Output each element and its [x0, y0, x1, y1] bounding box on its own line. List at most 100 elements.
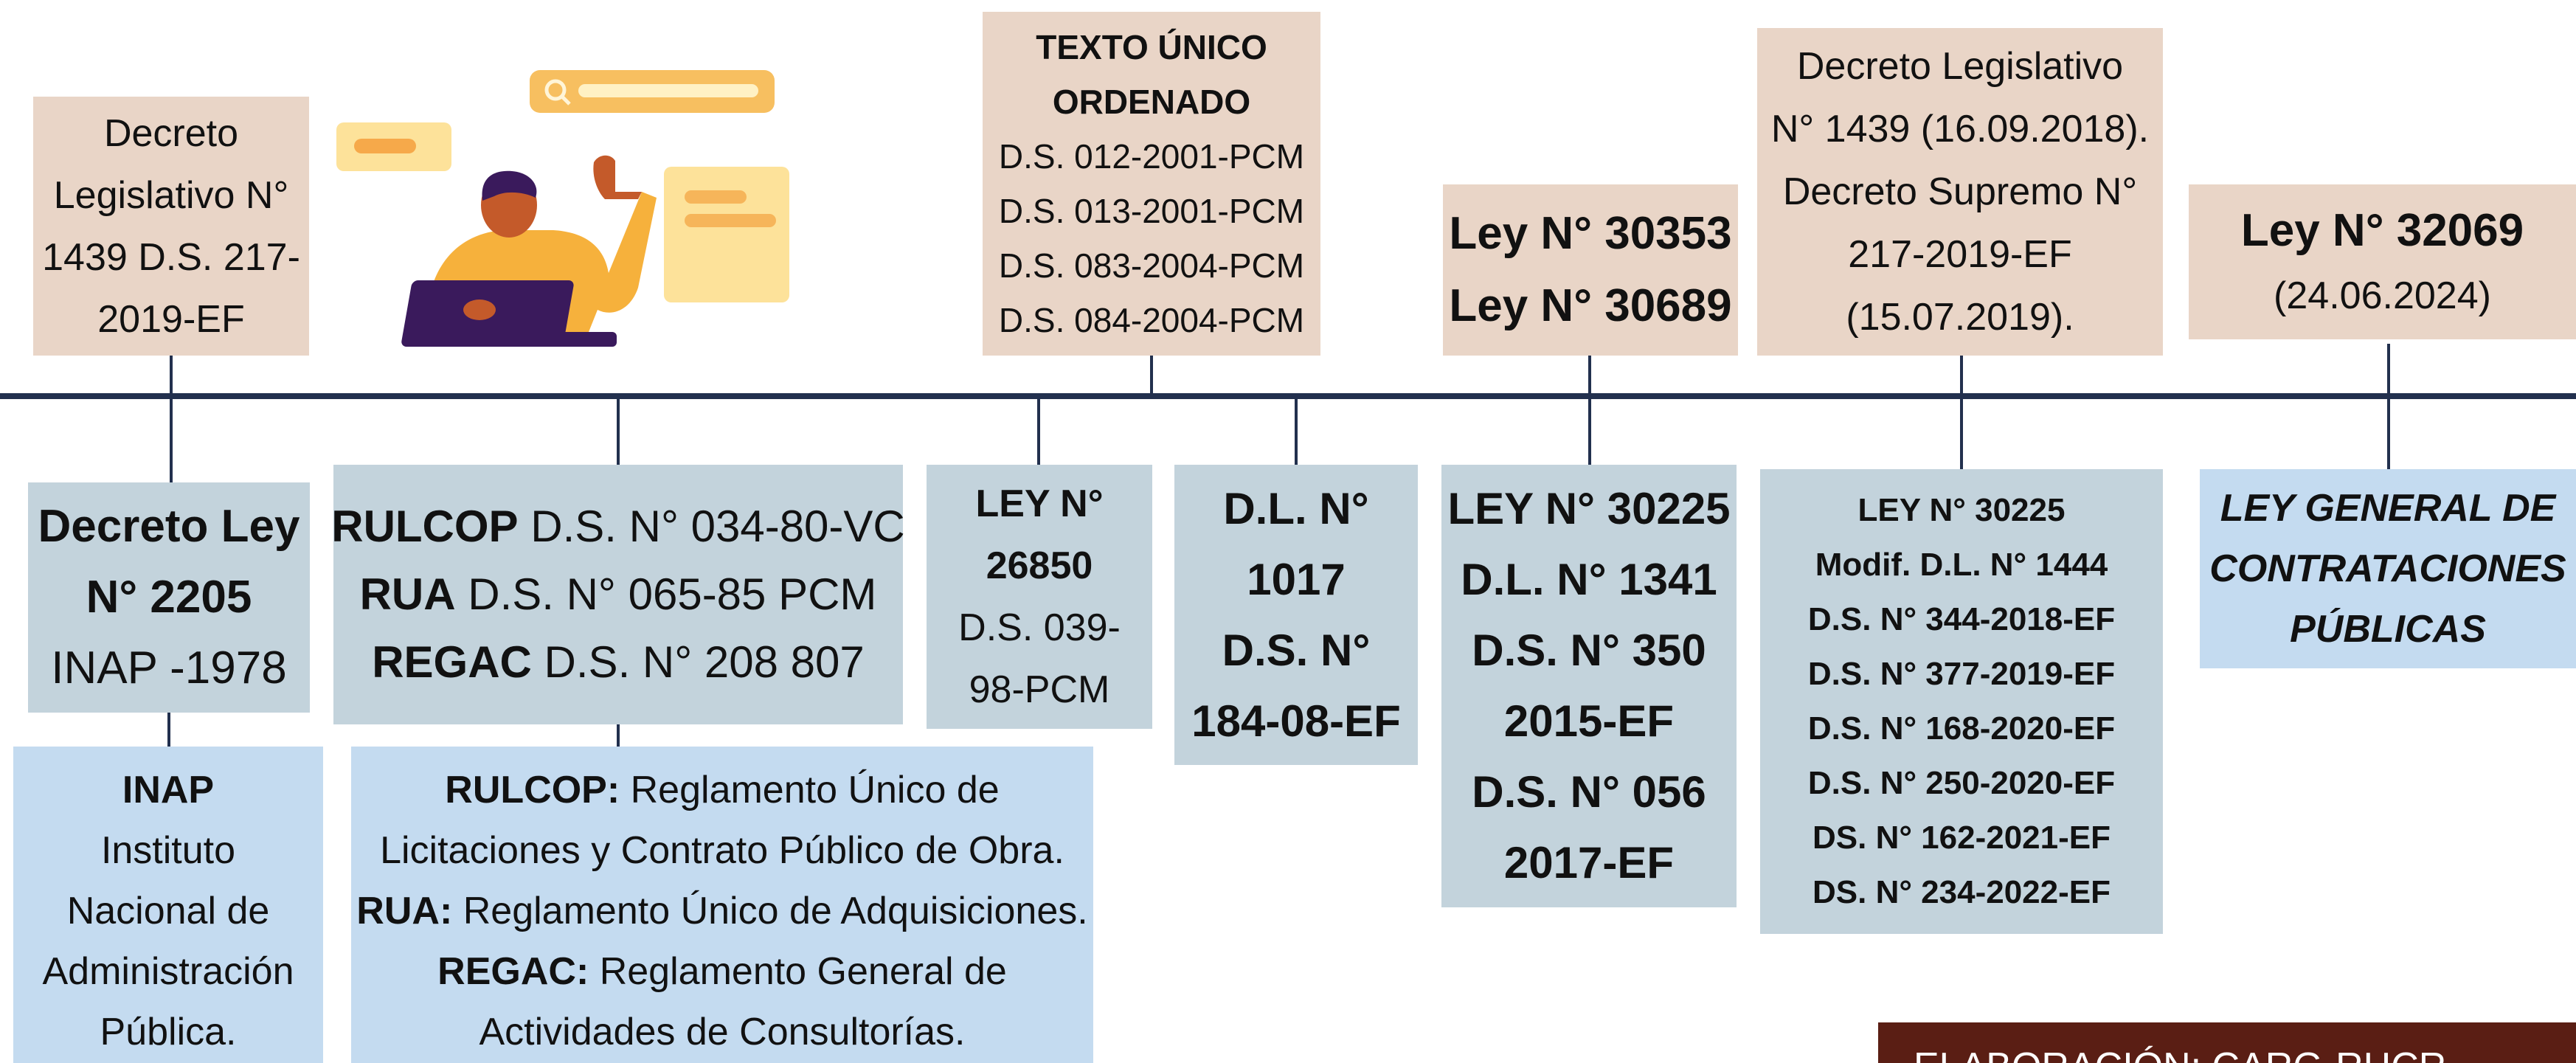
illustration [332, 66, 804, 354]
card-bold: REGAC: [437, 950, 589, 993]
card-heading: 1017 [1247, 554, 1346, 604]
card-line: Administración [42, 950, 294, 993]
card-line: Decreto [103, 111, 239, 155]
timeline-card-top-3: Ley N° 30353 Ley N° 30689 [1443, 184, 1738, 356]
card-heading: TEXTO ÚNICO [1036, 28, 1267, 66]
card-heading: D.L. N° 1341 [1461, 555, 1717, 604]
card-heading: D.S. N° 344-2018-EF [1807, 601, 2116, 637]
card-line: Legislativo N° [53, 173, 289, 217]
card-heading: 26850 [986, 544, 1093, 587]
card-line: N° 1439 (16.09.2018). [1770, 107, 2150, 150]
card-heading: D.L. N° [1223, 483, 1369, 533]
card-line: INAP -1978 [51, 643, 287, 693]
card-heading: LEY GENERAL DE [2220, 487, 2556, 530]
card-heading: D.S. N° 377-2019-EF [1807, 656, 2116, 692]
timeline-card-top-2: TEXTO ÚNICO ORDENADO D.S. 012-2001-PCM D… [983, 12, 1320, 356]
card-line: RULCOP: Reglamento Único de [445, 760, 999, 820]
card-heading: N° 2205 [86, 572, 252, 623]
card-heading: 2017-EF [1503, 838, 1675, 887]
card-bold: RUA [359, 569, 456, 619]
timeline-card-bottom-2: RULCOP D.S. N° 034-80-VC RUA D.S. N° 065… [331, 465, 905, 724]
definition-card-reglamentos: RULCOP: Reglamento Único de Licitaciones… [351, 747, 1093, 1063]
connector [1295, 399, 1298, 465]
card-line: 1439 D.S. 217- [42, 235, 300, 279]
card-line: Licitaciones y Contrato Público de Obra. [380, 820, 1064, 881]
card-line: D.S. 012-2001-PCM [998, 137, 1305, 176]
card-line: Actividades de Consultorías. [479, 1002, 965, 1062]
card-text: Licitaciones y Contrato Público de Obra. [380, 829, 1064, 872]
card-heading: D.S. N° 250-2020-EF [1807, 765, 2116, 801]
card-line: RUA D.S. N° 065-85 PCM [360, 561, 877, 629]
card-line: 217-2019-EF [1848, 232, 2072, 276]
card-line: D.S. 039- [958, 606, 1121, 649]
card-bold: REGAC [372, 637, 532, 687]
card-line: 2019-EF [97, 297, 245, 341]
connector [167, 713, 170, 747]
card-line: RULCOP D.S. N° 034-80-VC [331, 493, 905, 561]
timeline-card-bottom-3: LEY N° 26850 D.S. 039- 98-PCM [927, 465, 1152, 729]
credit-banner: ELABORACIÓN: CARG-RHCR [1878, 1022, 2576, 1063]
card-text: D.S. N° 065-85 PCM [455, 569, 877, 619]
card-text: D.S. N° 208 807 [531, 637, 865, 687]
connector [1588, 356, 1591, 465]
connector [1037, 399, 1040, 465]
chat-bubble-icon [336, 122, 451, 171]
card-heading: Ley N° 30353 [1449, 208, 1732, 259]
card-heading: LEY N° 30225 [1447, 484, 1731, 533]
card-line: RUA: Reglamento Único de Adquisiciones. [356, 881, 1087, 941]
timeline-card-bottom-6: LEY N° 30225 Modif. D.L. N° 1444 D.S. N°… [1760, 469, 2163, 934]
card-line: D.S. 083-2004-PCM [998, 246, 1305, 285]
card-bold: RULCOP: [445, 769, 620, 811]
card-line: Nacional de [66, 890, 270, 932]
card-heading: Modif. D.L. N° 1444 [1815, 547, 2108, 583]
card-line: Decreto Legislativo [1796, 44, 2124, 88]
timeline-card-top-5: Ley N° 32069 (24.06.2024) [2189, 184, 2576, 339]
card-heading: DS. N° 162-2021-EF [1812, 820, 2111, 856]
card-line: 98-PCM [969, 668, 1110, 711]
card-heading: ORDENADO [1052, 83, 1251, 121]
card-heading: Decreto Ley [38, 501, 300, 552]
timeline-card-bottom-7: LEY GENERAL DE CONTRATACIONES PÚBLICAS [2200, 469, 2576, 668]
connector [617, 724, 620, 747]
card-heading: LEY N° [975, 482, 1104, 525]
card-heading: LEY N° 30225 [1857, 492, 2066, 528]
card-text: Actividades de Consultorías. [479, 1011, 966, 1053]
connector [2387, 344, 2390, 469]
connector [1960, 356, 1963, 469]
card-bold: RULCOP [331, 502, 519, 551]
card-heading: D.S. N° 350 [1472, 626, 1706, 675]
card-text: Reglamento Único de [620, 769, 1000, 811]
connector [170, 356, 173, 482]
card-heading: Ley N° 30689 [1449, 280, 1732, 331]
timeline-axis [0, 393, 2576, 399]
card-text: Reglamento General de [589, 950, 1007, 993]
card-line: D.S. 013-2001-PCM [998, 192, 1305, 230]
timeline-card-bottom-5: LEY N° 30225 D.L. N° 1341 D.S. N° 350 20… [1441, 465, 1737, 907]
card-bold: RUA: [356, 890, 453, 932]
card-heading: DS. N° 234-2022-EF [1812, 874, 2111, 910]
connector [1150, 356, 1153, 393]
card-heading: D.S. N° 168-2020-EF [1807, 710, 2116, 747]
card-heading: 184-08-EF [1191, 696, 1401, 746]
card-line: REGAC D.S. N° 208 807 [372, 629, 865, 696]
note-card-icon [664, 167, 789, 302]
card-line: Decreto Supremo N° [1782, 170, 2138, 213]
card-line: D.S. 084-2004-PCM [998, 301, 1305, 339]
card-line: Instituto [100, 829, 236, 872]
card-heading: CONTRATACIONES [2209, 547, 2566, 590]
card-heading: PÚBLICAS [2290, 608, 2486, 651]
timeline-card-bottom-4: D.L. N° 1017 D.S. N° 184-08-EF [1174, 465, 1418, 765]
search-bar-icon [530, 70, 775, 113]
timeline-card-top-4: Decreto Legislativo N° 1439 (16.09.2018)… [1757, 28, 2163, 356]
card-heading: Ley N° 32069 [2240, 205, 2524, 256]
card-line: (24.06.2024) [2274, 274, 2491, 317]
connector [617, 399, 620, 465]
card-text: D.S. N° 034-80-VC [518, 502, 905, 551]
person-with-laptop-icon [401, 155, 657, 347]
timeline-card-bottom-1: Decreto Ley N° 2205 INAP -1978 [28, 482, 310, 713]
card-line: (15.07.2019). [1846, 295, 2074, 339]
card-line: REGAC: Reglamento General de [437, 941, 1007, 1002]
card-heading: 2015-EF [1503, 696, 1675, 746]
timeline-card-top-1: Decreto Legislativo N° 1439 D.S. 217- 20… [33, 97, 309, 356]
card-heading: D.S. N° [1222, 625, 1371, 675]
